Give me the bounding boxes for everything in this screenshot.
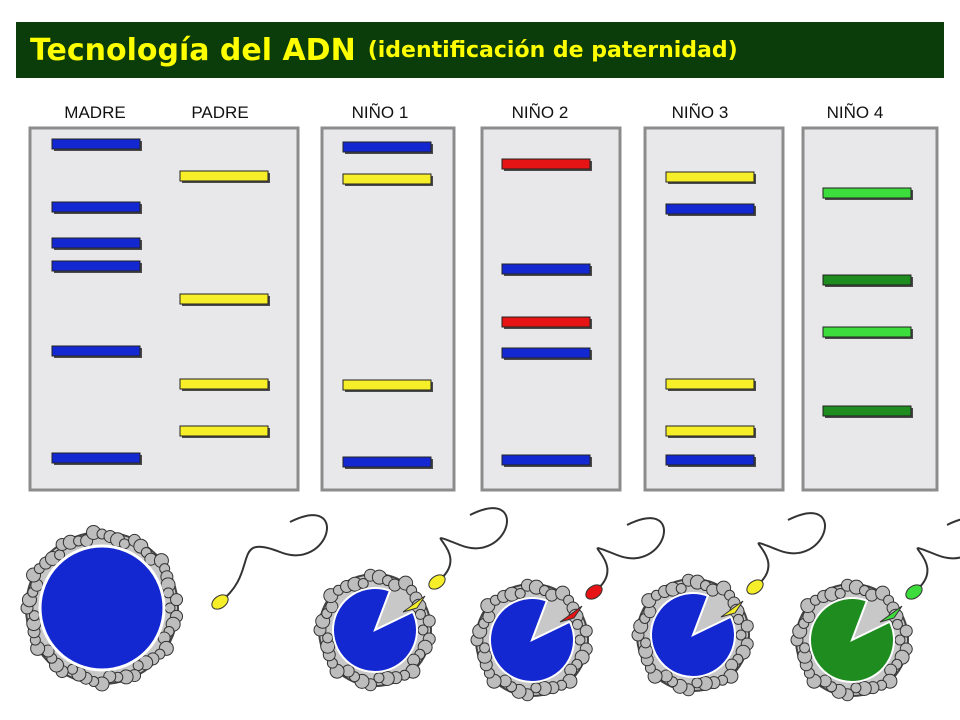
band-lane-5-5 — [665, 454, 755, 466]
band-lane-5-2 — [665, 203, 755, 215]
band-lane-3-4 — [342, 456, 432, 468]
band-lane-3-2 — [342, 173, 432, 185]
band-lane-2-2 — [179, 293, 269, 305]
band-lane-1-5 — [51, 345, 141, 357]
fertilized-nucleus-4 — [809, 597, 895, 683]
band-lane-1-1 — [51, 138, 141, 150]
sperm-tail-4 — [905, 518, 960, 600]
band-lane-5-3 — [665, 378, 755, 390]
band-lane-4-1 — [501, 158, 591, 170]
entering-sperm-head-3 — [720, 600, 744, 618]
entering-sperm-head-4 — [879, 605, 903, 623]
lane-label-nino-4: NIÑO 4 — [826, 103, 884, 122]
band-lane-2-4 — [179, 425, 269, 437]
egg-nucleus — [38, 544, 166, 672]
page-title: Tecnología del ADN — [30, 32, 356, 68]
gel-panel-3 — [480, 126, 622, 492]
fertilized-egg-3 — [631, 573, 754, 697]
gel-panel-5 — [801, 126, 939, 492]
band-lane-3-1 — [342, 141, 432, 153]
fertilized-egg-2 — [470, 578, 593, 702]
fertilized-egg-1 — [313, 568, 436, 692]
band-lane-6-4 — [822, 405, 912, 417]
entering-sperm-head-1 — [402, 595, 426, 613]
band-lane-2-1 — [179, 170, 269, 182]
sperm-cell — [211, 514, 328, 610]
band-lane-5-4 — [665, 425, 755, 437]
lane-label-nino-1: NIÑO 1 — [351, 103, 409, 122]
band-lane-2-3 — [179, 378, 269, 390]
band-lane-6-2 — [822, 274, 912, 286]
lane-label-nino-3: NIÑO 3 — [671, 103, 729, 122]
band-lane-6-1 — [822, 187, 912, 199]
entering-sperm-head-2 — [559, 605, 583, 623]
fertilized-nucleus-2 — [489, 597, 575, 683]
band-lane-5-1 — [665, 171, 755, 183]
band-lane-4-2 — [501, 263, 591, 275]
page-subtitle: (identificación de paternidad) — [367, 37, 738, 63]
band-lane-1-2 — [51, 201, 141, 213]
sperm-tail-3 — [746, 512, 826, 595]
sperm-tail-1 — [428, 507, 508, 590]
lane-label-madre: MADRE — [64, 103, 126, 122]
lane-label-nino-2: NIÑO 2 — [511, 103, 569, 122]
band-lane-1-3 — [51, 237, 141, 249]
fertilized-nucleus-3 — [650, 592, 736, 678]
lane-label-padre: PADRE — [191, 103, 249, 122]
fertilized-nucleus-1 — [332, 587, 418, 673]
egg-cell — [20, 524, 184, 692]
band-lane-4-5 — [501, 454, 591, 466]
gel-panel-2 — [320, 126, 456, 492]
band-lane-3-3 — [342, 379, 432, 391]
band-lane-1-4 — [51, 260, 141, 272]
band-lane-4-4 — [501, 347, 591, 359]
band-lane-4-3 — [501, 316, 591, 328]
fertilized-egg-4 — [790, 578, 913, 702]
sperm-tail-2 — [585, 517, 665, 600]
band-lane-6-3 — [822, 326, 912, 338]
band-lane-1-6 — [51, 452, 141, 464]
title-bar: Tecnología del ADN (identificación de pa… — [16, 22, 944, 78]
